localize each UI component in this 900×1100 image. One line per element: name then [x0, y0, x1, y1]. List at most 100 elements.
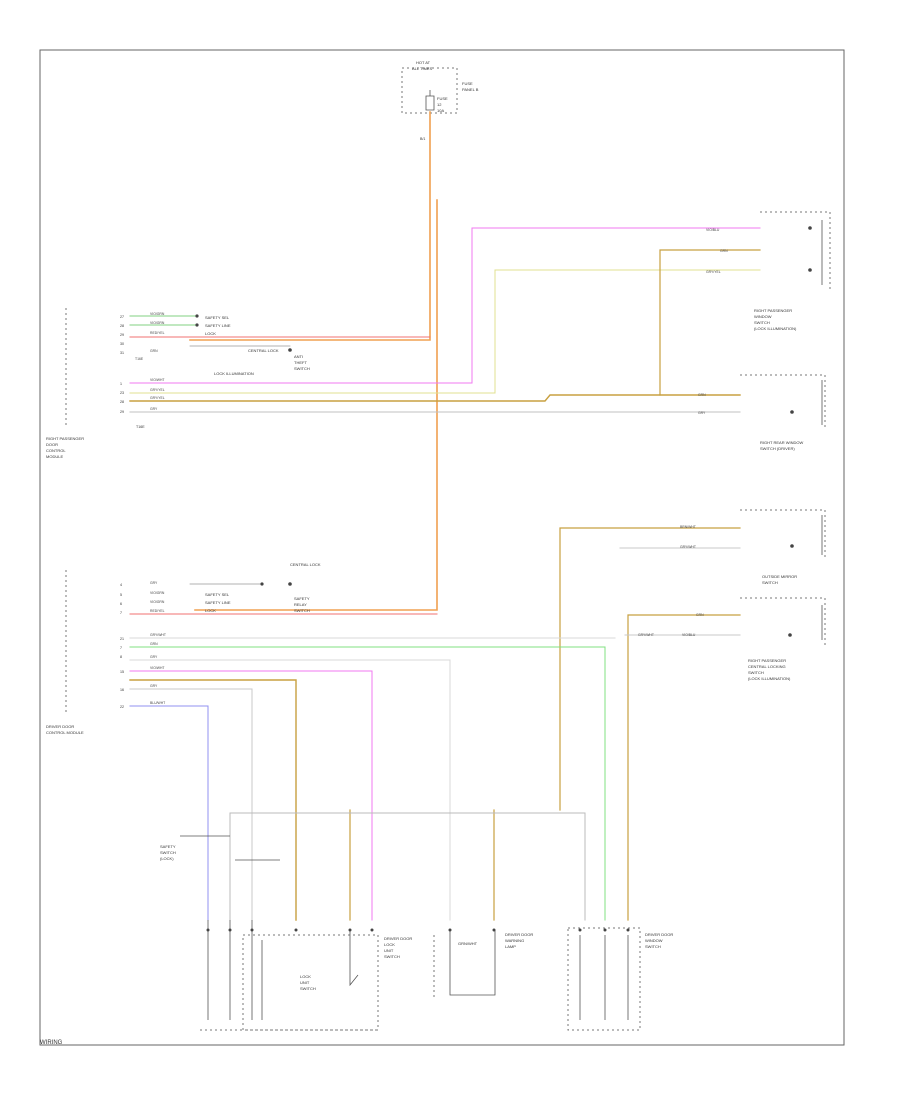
- rr-wire-5: VIO/WHT: [150, 378, 165, 382]
- rl-pin-8: 15: [120, 670, 124, 674]
- rl-wire-7: GRY: [150, 655, 158, 659]
- rp-wire-3: GRY/YEL: [706, 270, 721, 274]
- anti-theft-1: ANTI: [294, 354, 303, 359]
- rl-pin-7: 8: [120, 655, 122, 659]
- hot-at-label-1: HOT AT: [416, 60, 431, 65]
- wire-olive-mirror: [559, 527, 741, 811]
- rr-pin-3: 29: [120, 333, 124, 337]
- bottom-terminals: [200, 920, 630, 1031]
- fuse-icon: [425, 90, 435, 111]
- lock-side-1: DRIVER DOOR: [384, 936, 412, 941]
- rr-wire-9: T16E: [135, 357, 144, 361]
- courtesy-3: (LOCK): [160, 856, 174, 861]
- rr-conn-2: [195, 323, 199, 327]
- outside-mirror-switch: BRN/WHT GRY/WHT OUTSIDE MIRROR SWITCH: [680, 509, 826, 585]
- wire-green-rl: [129, 646, 606, 921]
- wire-fuse-feed-2: [194, 199, 438, 611]
- wire-group: [129, 111, 761, 921]
- om-label-2: SWITCH: [762, 580, 778, 585]
- anti-theft-switch-icon: [288, 348, 292, 352]
- rr-door-module: RIGHT PASSENGER DOOR CONTROL MODULE 27 2…: [46, 308, 310, 459]
- rr-side-3: LOCK: [205, 331, 216, 336]
- anti-theft-3: SWITCH: [294, 366, 310, 371]
- rl-side-4: LOCK: [205, 608, 216, 613]
- safety-rel-1: SAFETY: [294, 596, 310, 601]
- lock-switch-icon: [349, 930, 359, 987]
- rp-label-1: RIGHT PASSENGER: [754, 308, 792, 313]
- wire-olive-rlsw: [627, 614, 741, 921]
- fuse-label-2: 12: [437, 102, 442, 107]
- rr-pin-6: 1: [120, 382, 122, 386]
- rl-side-2: SAFETY SEL: [205, 592, 230, 597]
- rr-wire-4: GRN: [150, 349, 158, 353]
- rp-switch-contact-icon: [808, 226, 812, 230]
- safety-rel-3: SWITCH: [294, 608, 310, 613]
- rr-side-1: SAFETY SEL: [205, 315, 230, 320]
- rl-wire-5: GRY/WHT: [150, 633, 166, 637]
- rl-pin-1: 4: [120, 583, 122, 587]
- rl-door-label-1: DRIVER DOOR: [46, 724, 74, 729]
- rl-wire-8: VIO/WHT: [150, 666, 165, 670]
- rl-pin-6: 7: [120, 646, 122, 650]
- rr-pin-7: 23: [120, 391, 124, 395]
- rl-conn-1: [260, 582, 264, 586]
- fuse-panel-label-2: PANEL B: [462, 87, 479, 92]
- rr-wire-6: GRY/YEL: [150, 388, 165, 392]
- rear-switch-label-3: SWITCH: [645, 944, 661, 949]
- wire-blue-rl: [129, 705, 209, 921]
- wire-grey-rl-3: [129, 659, 451, 921]
- rl-pin-3: 6: [120, 602, 122, 606]
- safety-rel-2: RELAY: [294, 602, 307, 607]
- rr-wire-3: RED/YEL: [150, 331, 165, 335]
- wire-pink-rl: [129, 670, 373, 921]
- rls-wire-2: GRY/WHT: [638, 633, 654, 637]
- rl-lock-switch: GRN GRY/WHT VIO/BLU RIGHT PASSENGER CENT…: [638, 597, 826, 681]
- lock-side-4: SWITCH: [384, 954, 400, 959]
- wire-grey-rl-2: [129, 688, 253, 921]
- rrw-label-1: RIGHT REAR WINDOW: [760, 440, 803, 445]
- safety-relay-icon: [288, 582, 292, 586]
- rr-pin-9: 29: [120, 410, 124, 414]
- rl-pin-4: 7: [120, 611, 122, 615]
- rr-pin-4: 30: [120, 342, 124, 346]
- anti-theft-2: THEFT: [294, 360, 307, 365]
- rl-pin-2: 5: [120, 593, 122, 597]
- rr-side-2: SAFETY LINE: [205, 323, 231, 328]
- rl-side-3: SAFETY LINE: [205, 600, 231, 605]
- rls-label-1: RIGHT PASSENGER: [748, 658, 786, 663]
- rl-wire-1: GRY: [150, 581, 158, 585]
- rl-wire-9: GRY: [150, 684, 158, 688]
- rp-wire-2: GRN: [720, 249, 728, 253]
- lock-unit-label-2: UNIT: [300, 980, 310, 985]
- om-wire-1: BRN/WHT: [680, 525, 696, 529]
- rr-pin-10: T16E: [136, 425, 145, 429]
- rls-label-2: CENTRAL LOCKING: [748, 664, 786, 669]
- rrw-label-2: SWITCH (DRIVER): [760, 446, 795, 451]
- rls-contact-icon: [788, 633, 792, 637]
- hot-at-label-2: ALL TIMES: [412, 66, 433, 71]
- rear-switch-label-1: DRIVER DOOR: [645, 932, 673, 937]
- fuse-panel-label-1: FUSE: [462, 81, 473, 86]
- lock-unit: LOCK UNIT SWITCH DRIVER DOOR LOCK UNIT S…: [242, 930, 412, 1031]
- rr-pin-1: 27: [120, 315, 124, 319]
- rr-wire-2: VIO/GRN: [150, 321, 165, 325]
- rear-lamp-label-2: WARNING: [505, 938, 524, 943]
- rr-side-4: CENTRAL LOCK: [248, 348, 279, 353]
- om-contact-icon: [790, 544, 794, 548]
- rr-wire-8: GRY: [150, 407, 158, 411]
- fuse-label-1: FUSE: [437, 96, 448, 101]
- om-label-1: OUTSIDE MIRROR: [762, 574, 797, 579]
- lock-unit-label-1: LOCK: [300, 974, 311, 979]
- rear-switch-label-2: WINDOW: [645, 938, 663, 943]
- rls-wire-3: VIO/BLU: [682, 633, 696, 637]
- rls-wire-1: GRN: [696, 613, 704, 617]
- rl-wire-10: BLU/WHT: [150, 701, 165, 705]
- wire-olive-upright: [659, 249, 761, 396]
- rear-switch: DRIVER DOOR WINDOW SWITCH: [567, 927, 673, 1031]
- rl-side-1: CENTRAL LOCK: [290, 562, 321, 567]
- lock-side-3: UNIT: [384, 948, 394, 953]
- rl-pin-9: 16: [120, 688, 124, 692]
- rear-lamp-label-3: LAMP: [505, 944, 516, 949]
- rr-conn-1: [195, 314, 199, 318]
